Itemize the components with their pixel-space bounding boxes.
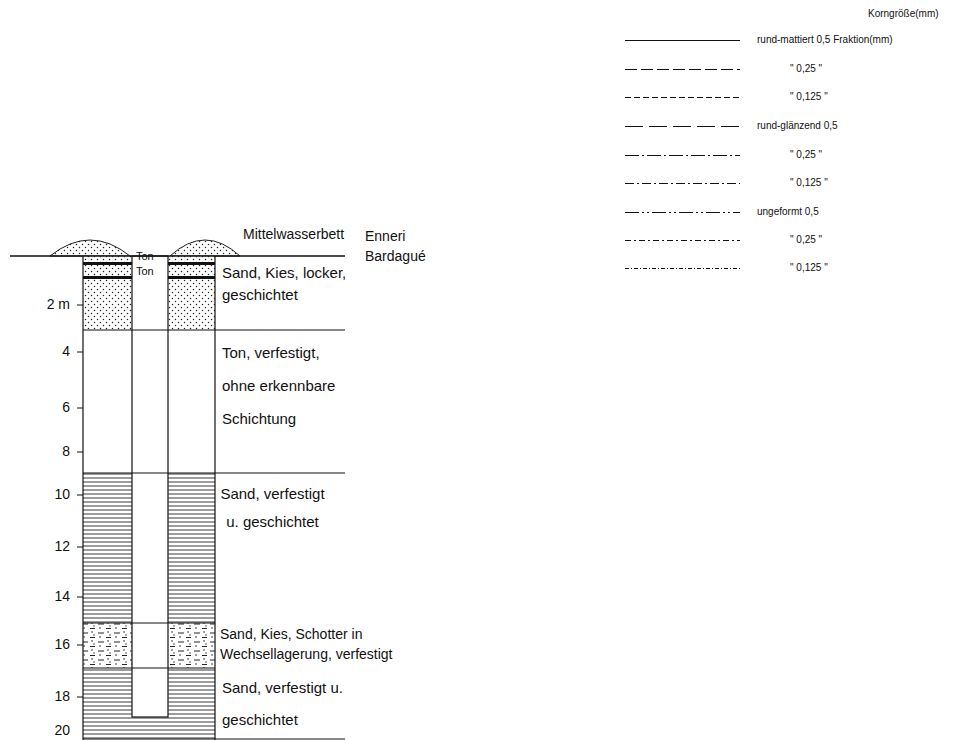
legend-sample [620, 118, 745, 134]
legend-line [625, 268, 740, 269]
legend-text: " 0,25 " [790, 149, 822, 160]
depth-label: 14 [54, 588, 70, 604]
legend-sample [620, 61, 745, 77]
legend-text: " 0,125 " [790, 91, 828, 102]
legend-line [625, 40, 740, 41]
stratum-band: Sand, Kies, locker, geschichtet [222, 262, 357, 306]
stratum-band: Sand, Kies, Schotter in Wechsellagerung,… [220, 624, 435, 664]
stratum-band: Ton, verfestigt, ohne erkennbare Schicht… [222, 336, 352, 435]
stratum-band: Sand, verfestigt u. geschichtet [220, 480, 325, 536]
legend-line [625, 240, 740, 241]
legend-row: rund-mattiert 0,5 Fraktion(mm) [620, 32, 960, 48]
legend-sample [620, 175, 745, 191]
legend-heading: Korngröße(mm) [868, 8, 939, 19]
legend-line [625, 126, 740, 127]
depth-label: 10 [54, 486, 70, 502]
legend-text: " 0,125 " [790, 177, 828, 188]
depth-label: 4 [62, 343, 70, 359]
legend-line [625, 69, 740, 70]
legend-text: " 0,25 " [790, 234, 822, 245]
depth-label: 16 [54, 636, 70, 652]
legend-row: rund-glänzend 0,5 [620, 118, 960, 134]
legend-row: ungeformt 0,5 [620, 204, 960, 220]
stratum-band: Sand, verfestigt u. geschichtet [222, 672, 347, 736]
stratum-description: Sand, Kies, locker, geschichtet [222, 262, 357, 306]
legend-sample [620, 32, 745, 48]
legend-text: ungeformt 0,5 [757, 206, 819, 217]
stratum-description: Sand, verfestigt u. geschichtet [220, 480, 325, 536]
legend-text: " 0,25 " [790, 63, 822, 74]
depth-label: 12 [54, 538, 70, 554]
clay-label: Ton [136, 265, 154, 277]
legend-sample [620, 232, 745, 248]
legend-sample [620, 260, 745, 276]
stratum-description: Ton, verfestigt, ohne erkennbare Schicht… [222, 336, 352, 435]
stratum-description: Sand, Kies, Schotter in Wechsellagerung,… [220, 624, 435, 664]
legend-row: " 0,125 " [620, 260, 960, 276]
legend-row: " 0,125 " [620, 175, 960, 191]
depth-label: 20 [54, 722, 70, 738]
legend-row: " 0,25 " [620, 232, 960, 248]
legend-line [625, 155, 740, 156]
depth-label: 6 [62, 399, 70, 415]
site-name: Enneri Bardagué [365, 226, 445, 266]
legend-row: " 0,125 " [620, 89, 960, 105]
legend-line [625, 183, 740, 184]
depth-label: 18 [54, 688, 70, 704]
legend-row: " 0,25 " [620, 61, 960, 77]
depth-label: 2 m [47, 296, 70, 312]
legend-row: " 0,25 " [620, 147, 960, 163]
stratum-description: Sand, verfestigt u. geschichtet [222, 672, 347, 736]
clay-label: Ton [136, 250, 154, 262]
legend-sample [620, 204, 745, 220]
legend-line [625, 97, 740, 98]
legend-text: rund-glänzend 0,5 [757, 120, 838, 131]
legend-sample [620, 89, 745, 105]
riverbed-label: Mittelwasserbett [243, 226, 344, 242]
legend-line [625, 212, 740, 213]
legend-sample [620, 147, 745, 163]
legend-text: rund-mattiert 0,5 Fraktion(mm) [757, 34, 893, 45]
depth-label: 8 [62, 443, 70, 459]
legend-text: " 0,125 " [790, 262, 828, 273]
